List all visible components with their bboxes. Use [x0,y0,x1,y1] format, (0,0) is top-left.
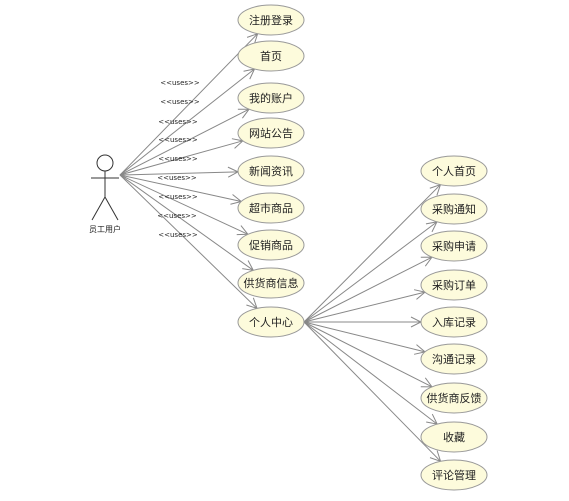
usecase-1-label: 注册登录 [249,13,293,27]
association-sub-usecase-8 [303,321,437,424]
sub-usecase-5-ellipse [420,306,488,338]
stereotype-label: <<uses>> [158,155,198,163]
stereotype-label: <<uses>> [160,98,200,106]
association-usecase-5 [119,172,238,175]
association-usecase-9 [119,174,257,308]
actor-head [96,154,114,172]
actor-right-leg [104,196,119,221]
usecase-2-ellipse [237,40,305,72]
stereotype-label: <<uses>> [158,118,198,126]
sub-usecase-2-label: 采购通知 [432,202,476,216]
usecase-4: 网站公告 [237,117,305,149]
actor-label: 员工用户 [89,224,121,234]
usecase-7-label: 促销商品 [249,238,293,252]
association-sub-usecase-4 [303,292,425,323]
usecase-6: 超市商品 [237,192,305,224]
usecase-9-label: 个人中心 [249,316,293,329]
association-sub-usecase-2 [303,222,437,323]
sub-usecase-1-label: 个人首页 [432,164,476,178]
usecase-6-ellipse [237,192,305,224]
association-usecase-6 [119,174,241,202]
stereotype-label: <<uses>> [158,136,198,144]
stereotype-label: <<uses>> [157,212,197,220]
usecase-1: 注册登录 [237,4,305,36]
sub-usecase-3: 采购申请 [420,230,488,262]
sub-usecase-4-ellipse [420,269,488,301]
stereotype-label: <<uses>> [160,79,200,87]
sub-usecase-8-label: 收藏 [443,430,465,444]
usecase-2-label: 首页 [260,49,282,63]
usecase-1-ellipse [237,4,305,36]
stereotype-label: <<uses>> [157,174,197,182]
sub-usecase-7: 供货商反馈 [420,382,488,414]
sub-usecase-6-label: 沟通记录 [432,353,476,366]
association-usecase-7 [119,174,248,234]
usecase-3-label: 我的账户 [249,91,293,105]
usecase-5-label: 新闻资讯 [249,164,293,178]
sub-usecase-5-label: 入库记录 [432,316,476,329]
association-sub-usecase-7 [303,321,432,387]
sub-usecase-1-ellipse [420,155,488,187]
sub-usecase-4: 采购订单 [420,269,488,301]
usecase-9: 个人中心 [237,306,305,338]
association-sub-usecase-6 [303,321,425,352]
sub-usecase-8: 收藏 [420,421,488,453]
usecase-8: 供货商信息 [237,267,305,299]
sub-usecase-1: 个人首页 [420,155,488,187]
sub-usecase-3-label: 采购申请 [432,239,476,253]
sub-usecase-4-label: 采购订单 [432,278,476,292]
usecase-5: 新闻资讯 [237,155,305,187]
usecase-7: 促销商品 [237,229,305,261]
actor: 员工用户 [89,154,121,234]
sub-usecase-8-ellipse [420,421,488,453]
sub-usecase-9: 评论管理 [420,459,488,491]
sub-usecase-2-ellipse [420,193,488,225]
association-usecase-4 [119,141,243,176]
usecase-4-ellipse [237,117,305,149]
usecase-8-ellipse [237,267,305,299]
sub-usecase-6: 沟通记录 [420,343,488,375]
usecase-3: 我的账户 [237,82,305,114]
sub-usecase-5: 入库记录 [420,306,488,338]
stereotype-label: <<uses>> [158,193,198,201]
usecase-3-ellipse [237,82,305,114]
association-sub-usecase-1 [303,185,440,323]
sub-usecase-9-ellipse [420,459,488,491]
sub-usecase-6-ellipse [420,343,488,375]
association-sub-usecase-9 [303,321,441,461]
sub-usecase-3-ellipse [420,230,488,262]
association-usecase-8 [119,174,253,270]
association-sub-usecase-3 [303,257,432,323]
usecase-6-label: 超市商品 [249,201,293,215]
usecase-7-ellipse [237,229,305,261]
association-usecase-3 [119,109,249,176]
stereotype-labels: <<uses>> <<uses>> <<uses>> <<uses>> <<uses>>… [157,79,200,239]
stereotype-label: <<uses>> [158,231,198,239]
usecase-8-label: 供货商信息 [244,276,299,290]
sub-usecase-7-label: 供货商反馈 [427,391,482,405]
actor-left-leg [91,196,106,221]
association-usecase-2 [119,69,255,176]
sub-usecase-7-ellipse [420,382,488,414]
association-usecase-1 [119,34,258,176]
usecase-2: 首页 [237,40,305,72]
associations [119,34,441,462]
usecase-9-ellipse [237,306,305,338]
usecase-4-label: 网站公告 [249,126,293,140]
sub-usecase-2: 采购通知 [420,193,488,225]
usecase-5-ellipse [237,155,305,187]
sub-usecase-9-label: 评论管理 [432,468,476,482]
